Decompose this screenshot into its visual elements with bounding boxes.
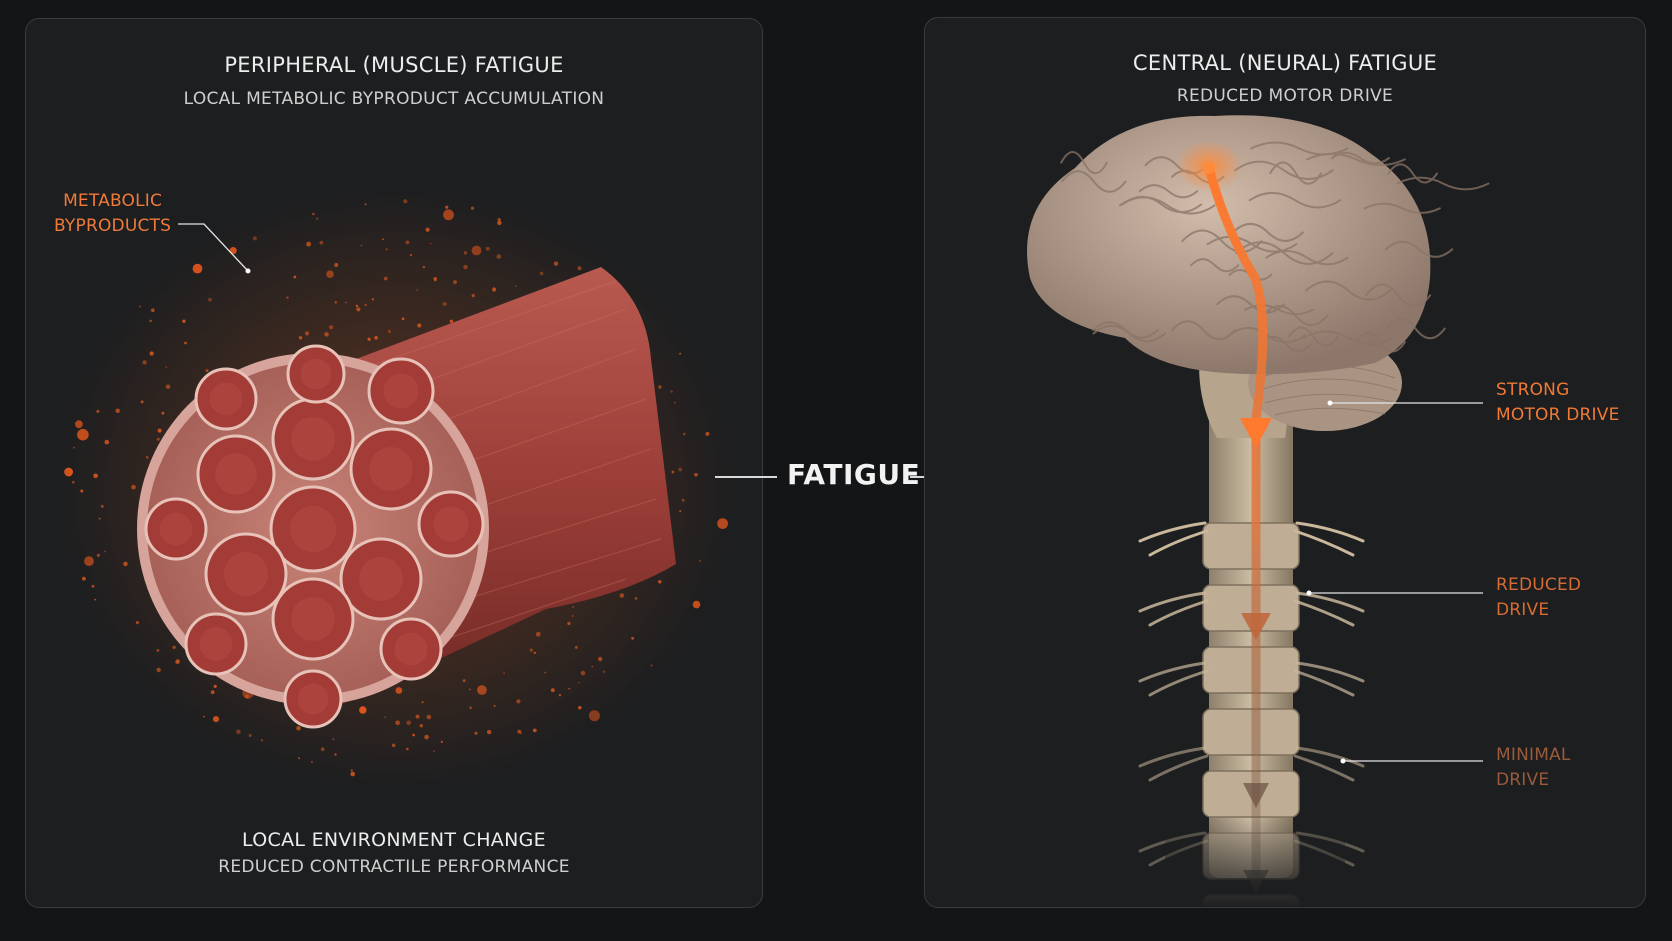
- minimal-drive-line-2: DRIVE: [1496, 770, 1550, 790]
- callout-line-1: METABOLIC: [63, 191, 163, 211]
- central-title: CENTRAL (NEURAL) FATIGUE: [1132, 51, 1438, 75]
- strong-drive-line-1: STRONG: [1496, 380, 1570, 400]
- peripheral-subtitle: LOCAL METABOLIC BYPRODUCT ACCUMULATION: [183, 89, 605, 109]
- peripheral-title: PERIPHERAL (MUSCLE) FATIGUE: [224, 53, 564, 77]
- peripheral-fatigue-panel: PERIPHERAL (MUSCLE) FATIGUE LOCAL METABO…: [25, 18, 763, 908]
- center-line-left: [715, 476, 777, 478]
- cerebrum: [1027, 115, 1431, 375]
- strong-drive-arrowhead: [1240, 418, 1272, 448]
- motor-drive-path: [1204, 163, 1268, 883]
- brain-gyri: [1060, 141, 1490, 353]
- minimal-drive-label: MINIMAL DRIVE: [1496, 743, 1571, 793]
- brain-spine-illustration: [1027, 115, 1490, 907]
- callout-line-2: BYPRODUCTS: [54, 216, 172, 236]
- drive-leader-lines: [1309, 402, 1483, 762]
- muscle-illustration: [56, 189, 736, 789]
- strong-motor-drive-label: STRONG MOTOR DRIVE: [1496, 378, 1620, 428]
- fatigue-label: FATIGUE: [787, 458, 921, 491]
- peripheral-footer-title: LOCAL ENVIRONMENT CHANGE: [242, 829, 546, 851]
- spinal-column: [1138, 398, 1365, 907]
- central-subtitle: REDUCED MOTOR DRIVE: [1176, 86, 1394, 106]
- minimal-drive-arrowhead: [1243, 783, 1269, 808]
- reduced-drive-line-1: REDUCED: [1496, 575, 1582, 595]
- metabolic-byproducts-callout: METABOLIC BYPRODUCTS: [54, 189, 171, 239]
- central-fatigue-panel: CENTRAL (NEURAL) FATIGUE REDUCED MOTOR D…: [924, 17, 1646, 908]
- reduced-drive-arrowhead: [1241, 613, 1271, 640]
- reduced-drive-line-2: DRIVE: [1496, 600, 1550, 620]
- muscle-cross-section: [137, 344, 489, 729]
- minimal-drive-line-1: MINIMAL: [1496, 745, 1571, 765]
- reduced-drive-label: REDUCED DRIVE: [1496, 573, 1581, 623]
- strong-drive-line-2: MOTOR DRIVE: [1496, 405, 1620, 425]
- peripheral-footer-subtitle: REDUCED CONTRACTILE PERFORMANCE: [218, 857, 570, 877]
